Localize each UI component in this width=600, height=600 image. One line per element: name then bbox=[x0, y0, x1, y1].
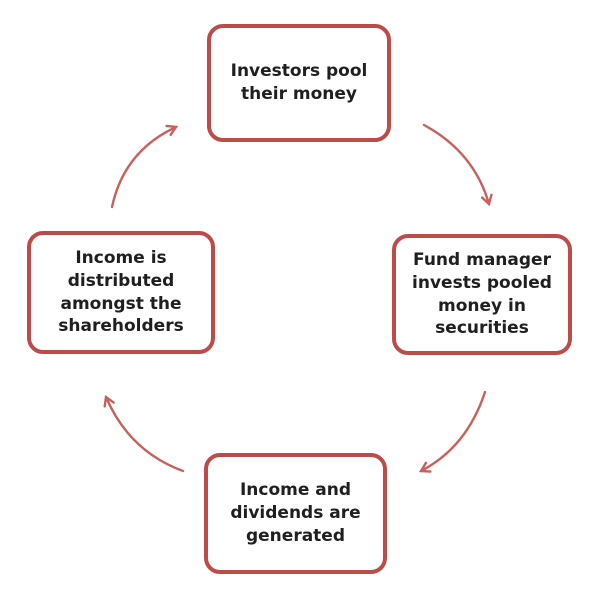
arrow-investors-to-fund-manager-icon bbox=[422, 123, 489, 204]
node-investors-pool-label: Investors pool their money bbox=[230, 61, 368, 104]
node-income-generated-label: Income and dividends are generated bbox=[230, 480, 361, 546]
arrow-fund-manager-to-income-icon bbox=[421, 390, 487, 471]
node-fund-manager-invests: Fund manager invests pooled money in sec… bbox=[392, 234, 572, 355]
node-investors-pool: Investors pool their money bbox=[207, 24, 391, 142]
arrow-distribution-to-investors-icon bbox=[110, 127, 176, 209]
arrow-income-to-distribution-icon bbox=[106, 397, 185, 473]
node-income-distributed-label: Income is distributed amongst the shareh… bbox=[58, 247, 184, 337]
node-income-distributed: Income is distributed amongst the shareh… bbox=[27, 231, 215, 354]
node-income-generated: Income and dividends are generated bbox=[204, 453, 387, 574]
node-fund-manager-invests-label: Fund manager invests pooled money in sec… bbox=[412, 249, 552, 339]
